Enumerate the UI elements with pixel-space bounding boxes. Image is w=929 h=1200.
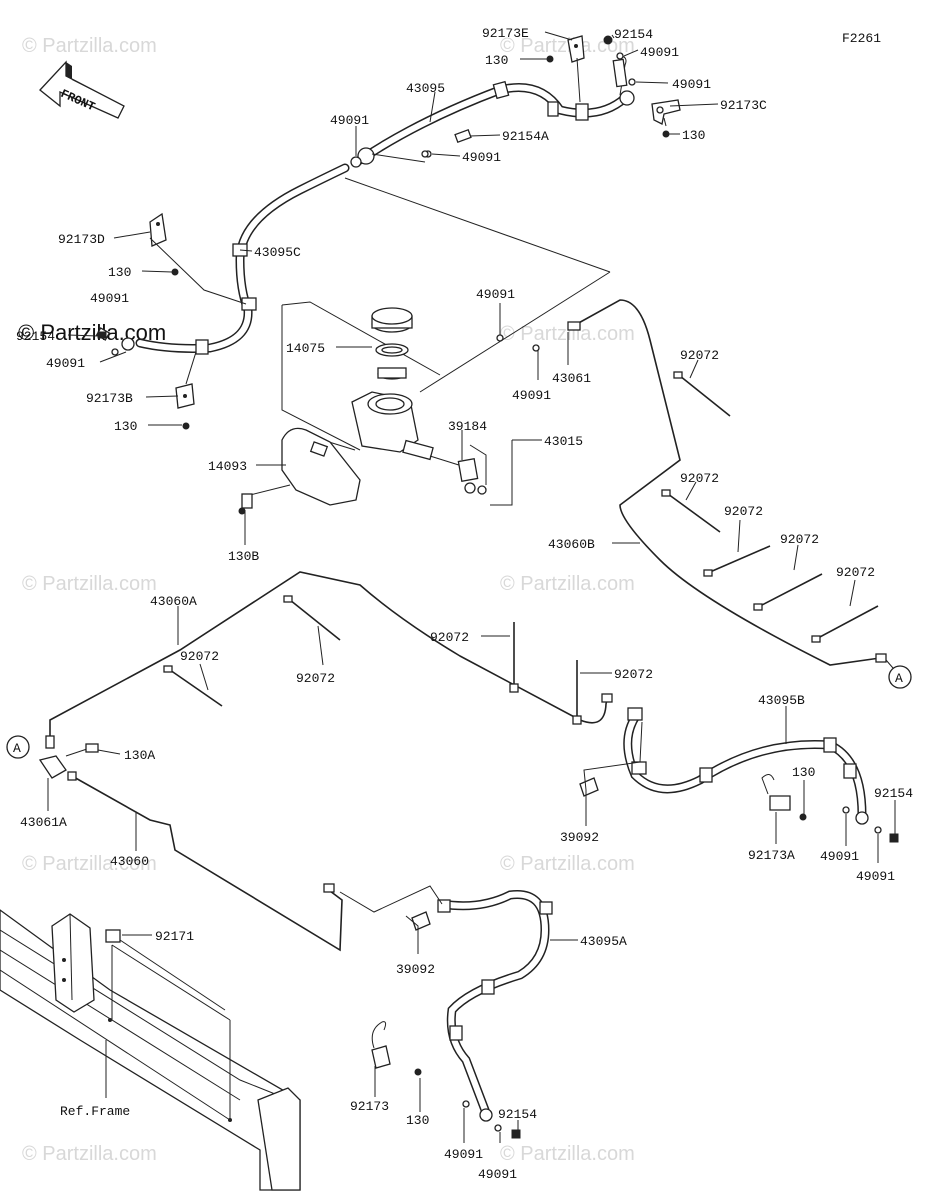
- label-49091: 49091: [46, 356, 85, 371]
- label-92072: 92072: [780, 532, 819, 547]
- label-130: 130: [792, 765, 815, 780]
- label-49091: 49091: [330, 113, 369, 128]
- label-49091: 49091: [856, 869, 895, 884]
- label-130: 130: [485, 53, 508, 68]
- watermark: © Partzilla.com: [22, 573, 157, 595]
- label-43060A: 43060A: [150, 594, 197, 609]
- clip-39092-upper: [579, 777, 599, 797]
- bracket-92173B: [175, 351, 197, 409]
- label-49091: 49091: [444, 1147, 483, 1162]
- label-92173D: 92173D: [58, 232, 105, 247]
- label-43015: 43015: [544, 434, 583, 449]
- label-92154: 92154: [498, 1107, 537, 1122]
- label-92072: 92072: [724, 504, 763, 519]
- bracket-92173E: [567, 35, 585, 103]
- label-130B: 130B: [228, 549, 259, 564]
- label-92072: 92072: [836, 565, 875, 580]
- label-92173A: 92173A: [748, 848, 795, 863]
- label-92154A: 92154A: [502, 129, 549, 144]
- label-92072: 92072: [430, 630, 469, 645]
- label-92173E: 92173E: [482, 26, 529, 41]
- label-49091: 49091: [820, 849, 859, 864]
- label-43095A: 43095A: [580, 934, 627, 949]
- label-92072: 92072: [680, 348, 719, 363]
- label-43060B: 43060B: [548, 537, 595, 552]
- label-43095B: 43095B: [758, 693, 805, 708]
- bracket-92173D: [149, 212, 167, 247]
- label-43060: 43060: [110, 854, 149, 869]
- label-130: 130: [682, 128, 705, 143]
- clip-39092-lower: [411, 911, 431, 931]
- frame: [0, 909, 301, 1191]
- label-39184: 39184: [448, 419, 487, 434]
- label-39092: 39092: [560, 830, 599, 845]
- joint-43061A: [38, 743, 99, 779]
- fasteners: [97, 35, 899, 1139]
- label-92072: 92072: [614, 667, 653, 682]
- label-92154: 92154: [614, 27, 653, 42]
- label-92154: 92154: [874, 786, 913, 801]
- label-49091: 49091: [640, 45, 679, 60]
- cable-ties-right: [661, 371, 879, 643]
- leader-43015: [490, 440, 513, 506]
- leader-lines: [47, 31, 896, 1143]
- watermark: © Partzilla.com: [500, 1143, 635, 1165]
- label-92072: 92072: [680, 471, 719, 486]
- watermarks: © Partzilla.com © Partzilla.com © Partzi…: [22, 35, 635, 1165]
- label-92173: 92173: [350, 1099, 389, 1114]
- watermark: © Partzilla.com: [500, 853, 635, 875]
- pipe-43060B: A: [567, 299, 912, 689]
- label-49091: 49091: [478, 1167, 517, 1182]
- hose-43095A: [437, 889, 553, 1122]
- master-cylinder-group: [281, 301, 487, 495]
- hose-43095: [355, 55, 635, 165]
- hose-43095B: [623, 707, 869, 825]
- bracket-92173C: [651, 99, 681, 127]
- watermark: © Partzilla.com: [500, 35, 635, 57]
- label-49091: 49091: [90, 291, 129, 306]
- clip-92171: [105, 929, 231, 1120]
- label-130: 130: [406, 1113, 429, 1128]
- bracket-92173A: [761, 774, 791, 811]
- label-49091: 49091: [476, 287, 515, 302]
- connector-A-left: A: [13, 741, 21, 756]
- label-92173B: 92173B: [86, 391, 133, 406]
- bracket-92173: [371, 1021, 391, 1069]
- pipe-43060A: A: [6, 571, 613, 759]
- label-43095C: 43095C: [254, 245, 301, 260]
- label-49091: 49091: [462, 150, 501, 165]
- label-39092: 39092: [396, 962, 435, 977]
- part-labels: 92173E 92154 130 49091 43095 49091 92173…: [16, 26, 913, 1182]
- label-92173C: 92173C: [720, 98, 767, 113]
- label-130: 130: [108, 265, 131, 280]
- pipe-43060: [67, 771, 343, 952]
- label-ref-frame: Ref.Frame: [60, 1104, 130, 1119]
- watermark: © Partzilla.com: [22, 1143, 157, 1165]
- label-43061: 43061: [552, 371, 591, 386]
- label-130: 130: [114, 419, 137, 434]
- label-92171: 92171: [155, 929, 194, 944]
- label-43061A: 43061A: [20, 815, 67, 830]
- watermark: © Partzilla.com: [22, 35, 157, 57]
- watermark: © Partzilla.com: [500, 573, 635, 595]
- figure-code: F2261: [842, 31, 881, 46]
- cable-ties-center: [163, 595, 582, 725]
- label-92154: 92154: [16, 329, 55, 344]
- connector-A-right: A: [895, 671, 903, 686]
- label-92072: 92072: [180, 649, 219, 664]
- cover-14093: [241, 427, 361, 509]
- label-43095: 43095: [406, 81, 445, 96]
- label-49091: 49091: [672, 77, 711, 92]
- label-14093: 14093: [208, 459, 247, 474]
- watermark: © Partzilla.com: [22, 853, 157, 875]
- label-49091: 49091: [512, 388, 551, 403]
- label-130A: 130A: [124, 748, 155, 763]
- front-arrow-icon: FRONT: [39, 60, 125, 119]
- label-92072: 92072: [296, 671, 335, 686]
- label-14075: 14075: [286, 341, 325, 356]
- watermark: © Partzilla.com: [500, 323, 635, 345]
- banjo-end: [350, 129, 472, 168]
- hose-43095C: [95, 163, 350, 355]
